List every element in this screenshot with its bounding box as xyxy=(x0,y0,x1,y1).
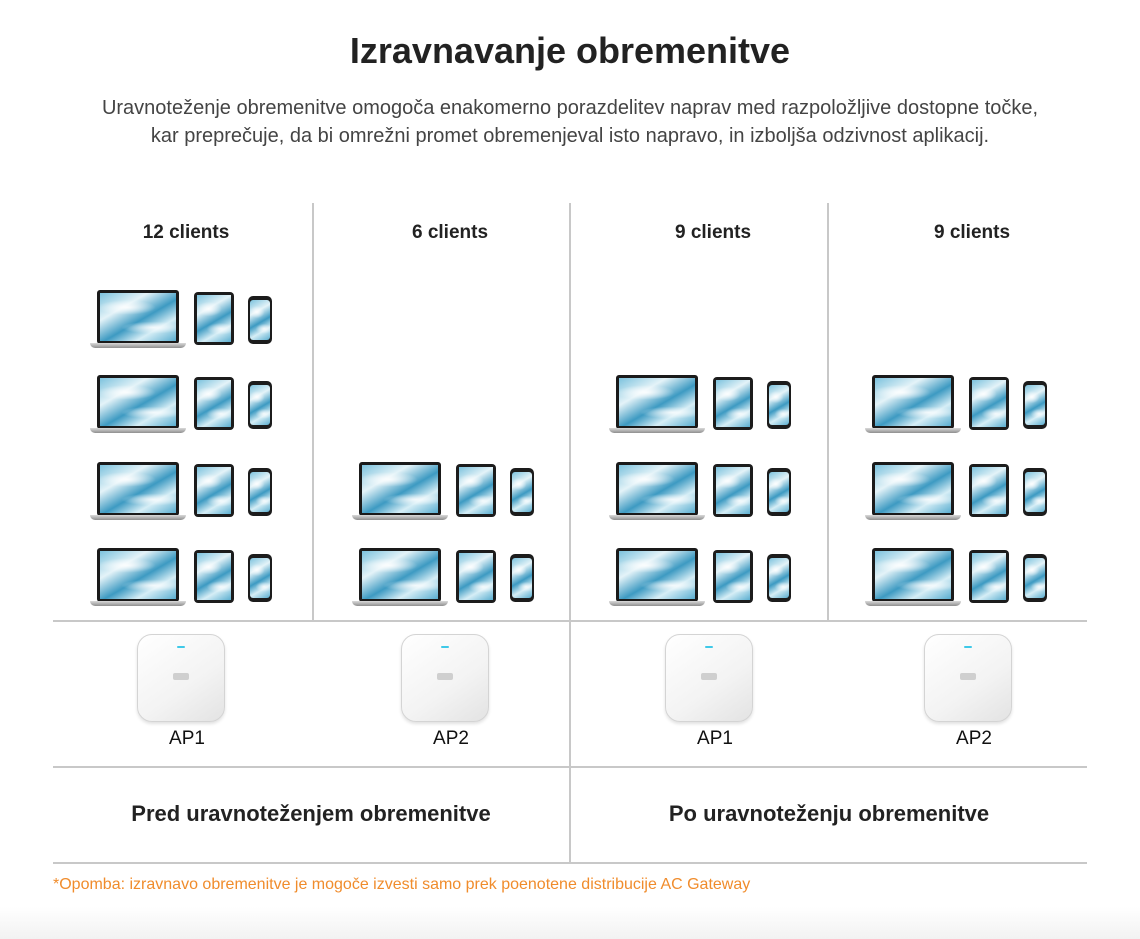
page-subtitle: Uravnoteženje obremenitve omogoča enakom… xyxy=(40,94,1100,150)
laptop-icon xyxy=(352,462,448,520)
laptop-icon xyxy=(90,375,186,433)
column-1-client-count: 12 clients xyxy=(142,222,230,243)
column-2-client-count: 6 clients xyxy=(411,222,489,243)
laptop-icon xyxy=(352,548,448,606)
laptop-icon xyxy=(90,290,186,348)
ap-label-column-4: AP2 xyxy=(956,728,992,749)
divider-aps-sections xyxy=(53,766,1087,768)
tablet-icon xyxy=(969,550,1009,603)
laptop-icon xyxy=(609,548,705,606)
access-point-icon xyxy=(401,634,489,722)
laptop-icon xyxy=(865,462,961,520)
phone-icon xyxy=(248,554,272,602)
tablet-icon xyxy=(969,377,1009,430)
phone-icon xyxy=(510,468,534,516)
phone-icon xyxy=(510,554,534,602)
bottom-fade xyxy=(0,907,1140,939)
phone-icon xyxy=(248,296,272,344)
tablet-icon xyxy=(456,464,496,517)
phone-icon xyxy=(248,468,272,516)
page-title: Izravnavanje obremenitve xyxy=(349,30,791,71)
section-after-label: Po uravnoteženju obremenitve xyxy=(668,801,990,826)
access-point-icon xyxy=(924,634,1012,722)
phone-icon xyxy=(767,468,791,516)
laptop-icon xyxy=(90,548,186,606)
laptop-icon xyxy=(865,375,961,433)
section-before-label: Pred uravnoteženjem obremenitve xyxy=(131,801,491,826)
divider-sections-note xyxy=(53,862,1087,864)
tablet-icon xyxy=(194,550,234,603)
tablet-icon xyxy=(713,550,753,603)
phone-icon xyxy=(1023,468,1047,516)
ap-label-column-1: AP1 xyxy=(169,728,205,749)
tablet-icon xyxy=(194,377,234,430)
laptop-icon xyxy=(609,375,705,433)
laptop-icon xyxy=(90,462,186,520)
footnote: *Opomba: izravnavo obremenitve je mogoče… xyxy=(53,876,1093,894)
column-3-client-count: 9 clients xyxy=(674,222,752,243)
phone-icon xyxy=(248,381,272,429)
access-point-icon xyxy=(137,634,225,722)
phone-icon xyxy=(767,381,791,429)
ap-label-column-2: AP2 xyxy=(433,728,469,749)
divider-devices-aps xyxy=(53,620,1087,622)
tablet-icon xyxy=(194,464,234,517)
phone-icon xyxy=(1023,381,1047,429)
tablet-icon xyxy=(456,550,496,603)
phone-icon xyxy=(767,554,791,602)
footnote-text: Opomba: izravnavo obremenitve je mogoče … xyxy=(59,876,751,893)
subtitle-line-2: kar preprečuje, da bi omrežni promet obr… xyxy=(150,125,990,147)
ap-label-column-3: AP1 xyxy=(697,728,733,749)
divider-col-1-2 xyxy=(312,203,314,621)
phone-icon xyxy=(1023,554,1047,602)
laptop-icon xyxy=(609,462,705,520)
column-4-client-count: 9 clients xyxy=(933,222,1011,243)
tablet-icon xyxy=(969,464,1009,517)
access-point-icon xyxy=(665,634,753,722)
divider-col-2-3 xyxy=(569,203,571,863)
subtitle-line-1: Uravnoteženje obremenitve omogoča enakom… xyxy=(101,97,1039,119)
tablet-icon xyxy=(713,377,753,430)
laptop-icon xyxy=(865,548,961,606)
divider-col-3-4 xyxy=(827,203,829,621)
tablet-icon xyxy=(194,292,234,345)
tablet-icon xyxy=(713,464,753,517)
footnote-marker: * xyxy=(53,876,60,893)
